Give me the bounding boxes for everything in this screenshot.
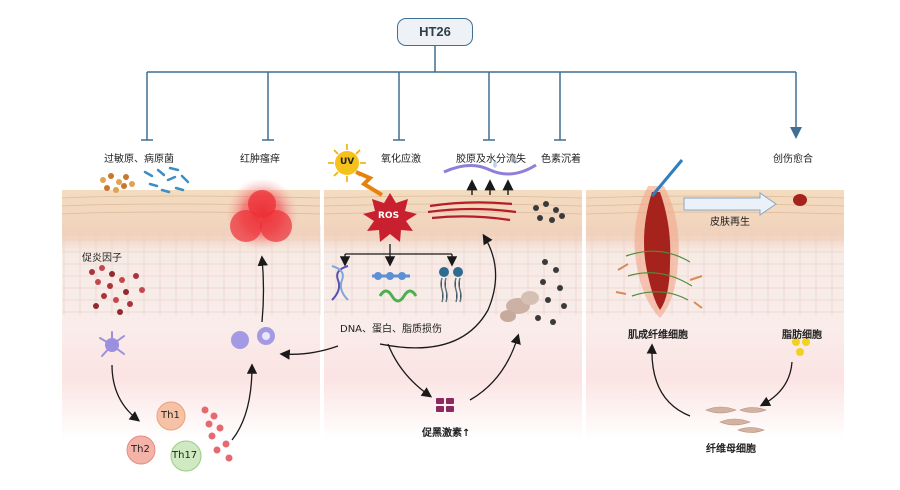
- hormone-label: 促黑激素↑: [422, 428, 471, 439]
- scab-icon: [793, 194, 807, 206]
- tree-connectors: [141, 46, 802, 141]
- damage-label: DNA、蛋白、脂质损伤: [340, 324, 443, 335]
- uv-bolt: [355, 170, 384, 197]
- proinflammatory-factor-dots: [89, 265, 145, 315]
- th17-cell: [170, 440, 202, 472]
- hormone-icon: [436, 398, 454, 412]
- ros-star: [363, 193, 417, 242]
- arrow-dc-to-th: [111, 364, 141, 422]
- th1-cell: [156, 401, 186, 431]
- ht26-root-node: HT26: [397, 18, 473, 46]
- fibroblast-label: 纤维母细胞: [706, 444, 756, 455]
- effect-wound-label: 创伤愈合: [773, 154, 813, 165]
- moisture-loss-arrows: [466, 179, 514, 195]
- th17-label: Th17: [172, 450, 198, 461]
- collagen-damage-streaks: [427, 201, 517, 222]
- effect-allergy-label: 过敏原、病原菌: [104, 154, 174, 165]
- wound-scar: [615, 186, 703, 318]
- protein-icon: [372, 272, 418, 303]
- melanocyte-cluster: [500, 291, 539, 322]
- fibroblast-icons: [705, 406, 767, 433]
- proinflammatory-factor-label: 促炎因子: [82, 253, 122, 264]
- regen-label: 皮肤再生: [710, 217, 750, 228]
- ros-branch-arrows: [339, 244, 458, 267]
- pigment-dots: [533, 201, 567, 325]
- ros-label: ROS: [378, 211, 400, 221]
- arrow-fibro-to-myofibro: [646, 343, 691, 417]
- arrow-ros-to-hormone: [387, 343, 433, 398]
- th2-label: Th2: [131, 444, 150, 455]
- cytokine-dots: [201, 406, 233, 462]
- arrow-immune-to-inflammation: [257, 255, 268, 323]
- dna-icon: [331, 265, 349, 301]
- collagen-fiber: [443, 163, 537, 176]
- dendritic-cell-icon: [99, 331, 125, 357]
- adipocyte-label: 脂肪细胞: [782, 330, 822, 341]
- effect-collagen-label: 胶原及水分流失: [456, 154, 526, 165]
- immune-cell-1: [231, 331, 249, 349]
- effect-oxidative-label: 氧化应激: [381, 154, 421, 165]
- effect-inflammation-label: 红肿瘙痒: [240, 154, 280, 165]
- uv-label: UV: [340, 157, 355, 167]
- myofibroblast-label: 肌成纤维细胞: [628, 330, 688, 341]
- arrow-adipo-to-fibro: [759, 361, 793, 407]
- effect-pigment-label: 色素沉着: [541, 154, 581, 165]
- allergen-particles: [100, 166, 190, 194]
- arrow-damage-to-immune: [279, 345, 339, 360]
- skin-panels: [61, 190, 845, 440]
- arrow-hormone-to-melanocyte: [469, 333, 521, 401]
- water-drops: [493, 156, 517, 168]
- inflammation-glow: [226, 178, 298, 250]
- arrow-th-to-immune: [231, 363, 258, 441]
- lipid-icon: [439, 267, 463, 303]
- regen-arrow: [683, 192, 777, 216]
- arrow-damage-to-collagen: [379, 233, 497, 349]
- needle-icon: [650, 159, 684, 197]
- adipocyte-icons: [792, 338, 810, 356]
- th2-cell: [126, 435, 156, 465]
- th1-label: Th1: [161, 410, 180, 421]
